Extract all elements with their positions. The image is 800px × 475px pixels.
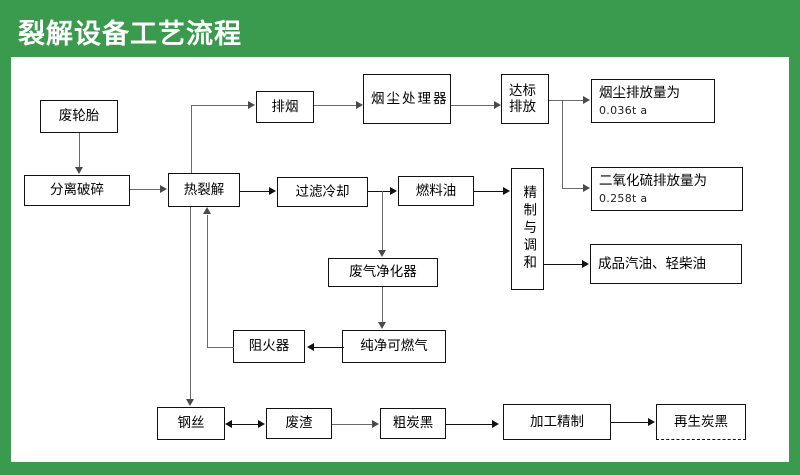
arrowhead bbox=[492, 419, 499, 428]
header-bar: 裂解设备工艺流程 bbox=[0, 0, 800, 57]
node-process-refine[interactable]: 加工精制 bbox=[503, 404, 611, 440]
node-label: 成品汽油、轻柴油 bbox=[598, 255, 706, 272]
node-filter-cool[interactable]: 过滤冷却 bbox=[277, 177, 368, 207]
node-label: 废轮胎 bbox=[58, 108, 100, 125]
node-label: 二氧化硫排放量为 bbox=[599, 173, 707, 190]
edge-std-emission-to-dust-amount bbox=[549, 100, 585, 102]
node-std-emission[interactable]: 达标排放 bbox=[501, 74, 549, 124]
edge-clean-gas-to-flame-arrester bbox=[314, 347, 344, 349]
arrowhead bbox=[648, 417, 655, 426]
node-finished-oil[interactable]: 成品汽油、轻柴油 bbox=[590, 244, 742, 284]
diagram-canvas: 废轮胎 分离破碎 热裂解 排烟 烟尘处理器 达标排放 烟尘排放量为 0.036t… bbox=[11, 57, 789, 462]
edge-flame-arrester-to-pyrolysis-run bbox=[207, 347, 234, 349]
node-crude-black[interactable]: 粗炭黑 bbox=[380, 408, 446, 439]
arrowhead bbox=[372, 419, 379, 428]
arrowhead bbox=[583, 95, 590, 104]
edge-pyrolysis-to-exhaust-smoke-run bbox=[191, 105, 249, 107]
edge-dust-treater-to-std-emission bbox=[451, 105, 494, 107]
arrowhead bbox=[377, 250, 386, 257]
arrowhead bbox=[307, 342, 314, 351]
node-label: 烟尘排放量为 bbox=[599, 85, 680, 102]
node-label: 纯净可燃气 bbox=[360, 338, 428, 355]
node-label: 燃料油 bbox=[415, 182, 457, 199]
node-label: 达标排放 bbox=[509, 82, 536, 115]
edge-pyrolysis-to-steel-wire bbox=[190, 207, 192, 400]
node-label: 钢丝 bbox=[177, 415, 205, 432]
arrowhead bbox=[582, 259, 589, 268]
arrowhead bbox=[494, 100, 501, 109]
node-label: 分离破碎 bbox=[50, 182, 104, 199]
node-exhaust-smoke[interactable]: 排烟 bbox=[256, 91, 314, 123]
node-label: 精制与调和 bbox=[520, 185, 537, 273]
arrowhead bbox=[390, 186, 397, 195]
arrowhead bbox=[503, 186, 510, 195]
node-dust-treater[interactable]: 烟尘处理器 bbox=[363, 74, 451, 124]
arrowhead bbox=[185, 399, 194, 406]
node-separate-crush[interactable]: 分离破碎 bbox=[24, 175, 130, 206]
node-label: 阻火器 bbox=[248, 338, 290, 355]
arrowhead bbox=[248, 100, 255, 109]
edge-waste-tire-to-separate-crush bbox=[79, 133, 81, 167]
edge-exhaust-smoke-to-dust-treater bbox=[314, 105, 356, 107]
node-so2-amount[interactable]: 二氧化硫排放量为 0.258t a bbox=[591, 167, 743, 211]
node-label: 加工精制 bbox=[530, 413, 584, 430]
edge-process-refine-to-recycled-black bbox=[611, 422, 649, 424]
arrowhead bbox=[202, 207, 211, 214]
edge-fuel-oil-to-refine-blend bbox=[474, 191, 504, 193]
edge-separate-crush-to-pyrolysis bbox=[130, 189, 160, 191]
edge-std-emission-to-so2-drop bbox=[562, 100, 564, 189]
node-waste-tire[interactable]: 废轮胎 bbox=[40, 100, 118, 133]
node-refine-blend[interactable]: 精制与调和 bbox=[511, 168, 544, 290]
node-steel-wire[interactable]: 钢丝 bbox=[157, 407, 225, 440]
node-slag[interactable]: 废渣 bbox=[266, 408, 332, 439]
node-recycled-black[interactable]: 再生炭黑 bbox=[656, 404, 746, 440]
node-value: 0.036t a bbox=[599, 103, 648, 117]
node-dust-amount[interactable]: 烟尘排放量为 0.036t a bbox=[591, 79, 715, 123]
edge-filter-cool-to-gas-purifier bbox=[382, 191, 384, 251]
edge-pyrolysis-to-exhaust-smoke-riser bbox=[191, 105, 193, 173]
edge-pyrolysis-to-filter-cool bbox=[240, 191, 270, 193]
edge-slag-to-crude-black bbox=[332, 424, 372, 426]
arrowhead bbox=[269, 186, 276, 195]
arrowhead bbox=[160, 184, 167, 193]
node-gas-purifier[interactable]: 废气净化器 bbox=[328, 258, 438, 287]
edge-filter-cool-to-fuel-oil bbox=[368, 191, 391, 193]
node-value: 0.258t a bbox=[599, 191, 648, 205]
page-title: 裂解设备工艺流程 bbox=[18, 19, 242, 50]
arrowhead bbox=[258, 419, 265, 428]
edge-flame-arrester-to-pyrolysis-riser bbox=[207, 215, 209, 348]
edge-crude-black-to-process-refine bbox=[446, 424, 493, 426]
node-flame-arrester[interactable]: 阻火器 bbox=[233, 330, 305, 363]
edge-std-emission-to-so2-run bbox=[562, 188, 585, 190]
arrowhead bbox=[225, 419, 232, 428]
node-clean-gas[interactable]: 纯净可燃气 bbox=[342, 330, 446, 363]
node-label: 热裂解 bbox=[183, 181, 225, 198]
node-label: 废渣 bbox=[285, 415, 313, 432]
arrowhead bbox=[377, 322, 386, 329]
node-label: 废气净化器 bbox=[349, 264, 417, 281]
node-label: 再生炭黑 bbox=[674, 413, 728, 430]
arrowhead bbox=[356, 100, 363, 109]
node-label: 排烟 bbox=[271, 98, 299, 115]
node-label: 粗炭黑 bbox=[392, 415, 434, 432]
node-label: 过滤冷却 bbox=[295, 183, 350, 200]
node-label: 烟尘处理器 bbox=[371, 90, 449, 107]
node-pyrolysis[interactable]: 热裂解 bbox=[168, 173, 240, 207]
arrowhead bbox=[583, 183, 590, 192]
edge-steel-wire-slag bbox=[232, 424, 259, 426]
edge-gas-purifier-to-clean-gas bbox=[382, 287, 384, 323]
edge-refine-blend-to-finished-oil bbox=[544, 264, 583, 266]
arrowhead bbox=[74, 167, 83, 174]
node-fuel-oil[interactable]: 燃料油 bbox=[398, 176, 474, 206]
